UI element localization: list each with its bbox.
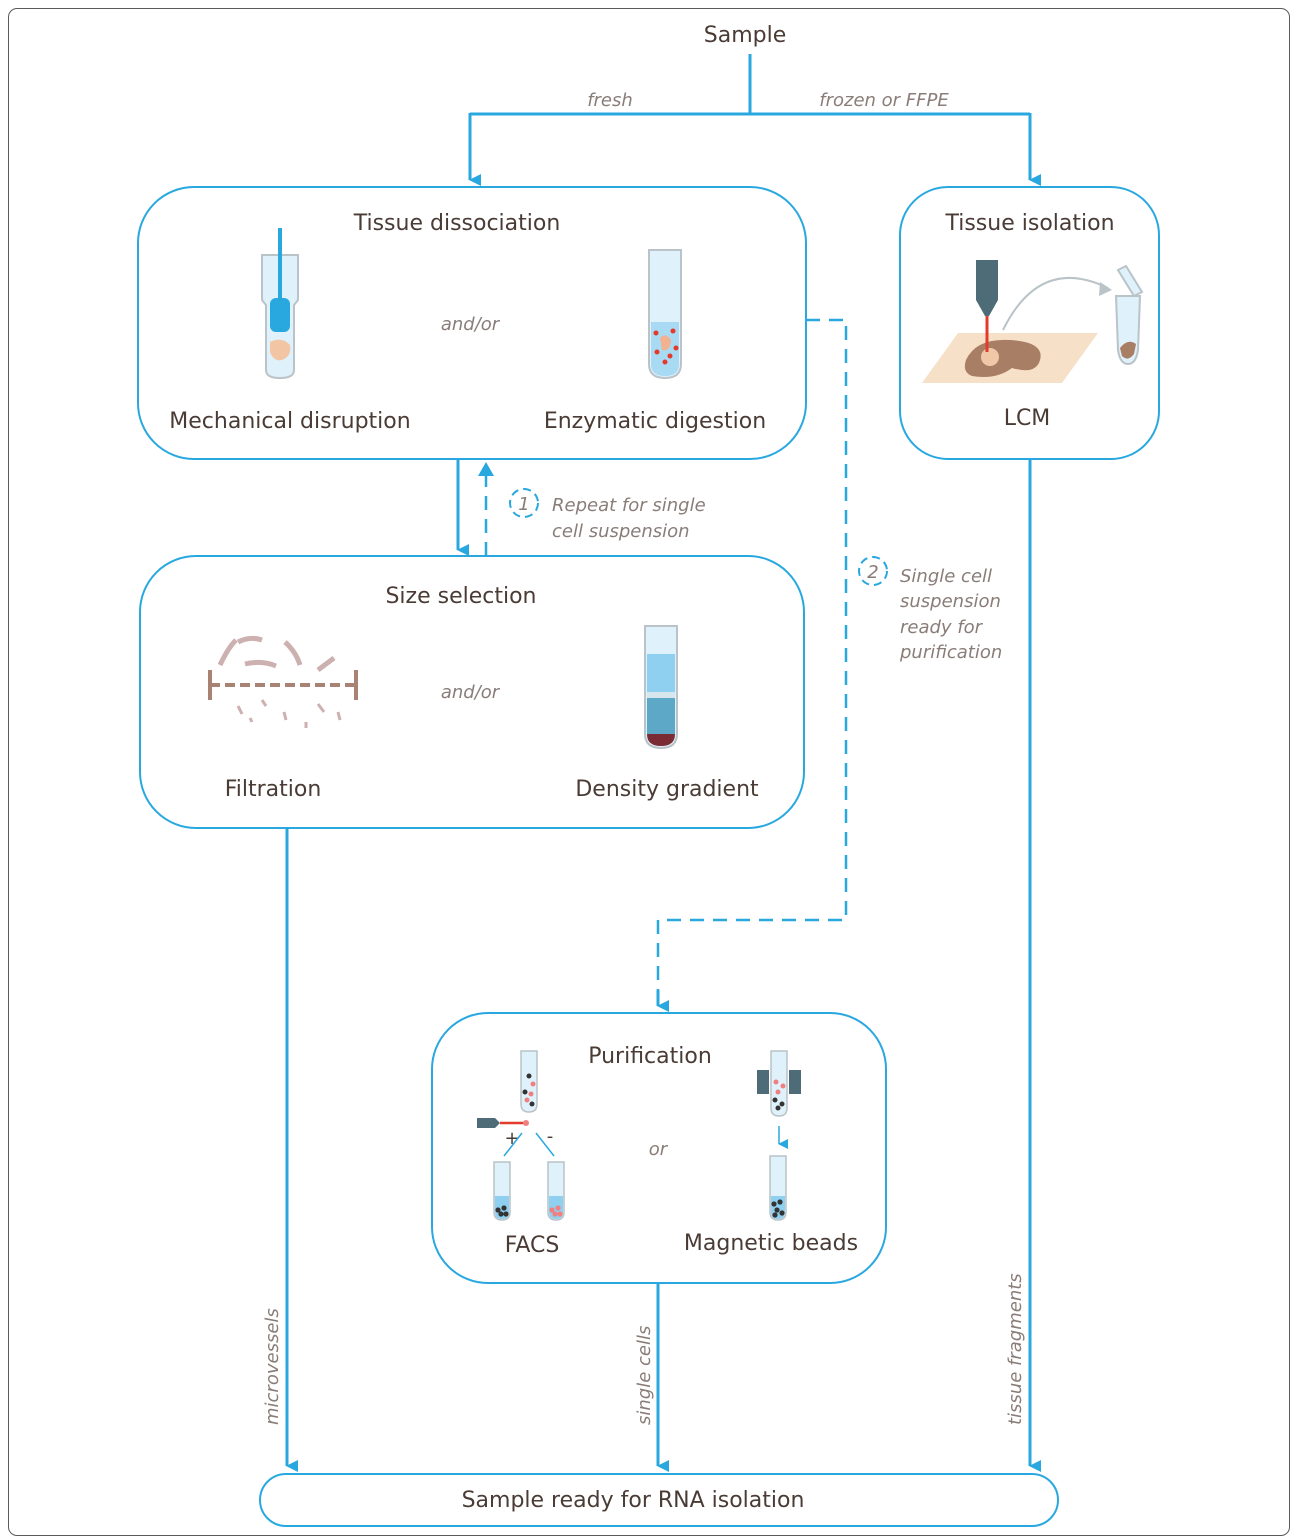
- tissue-isolation-title: Tissue isolation: [944, 211, 1114, 236]
- filtration-label: Filtration: [225, 777, 322, 802]
- dissociation-andor: and/or: [441, 314, 501, 335]
- facs-label: FACS: [505, 1233, 560, 1258]
- note-1-number: 1: [518, 494, 529, 515]
- rna-isolation-label: Sample ready for RNA isolation: [462, 1488, 805, 1513]
- size-selection-andor: and/or: [441, 682, 501, 703]
- figure-frame: [8, 8, 1290, 1536]
- mechanical-disruption-label: Mechanical disruption: [169, 409, 410, 434]
- single-cells-label: single cells: [634, 1326, 655, 1425]
- magnetic-beads-label: Magnetic beads: [684, 1231, 858, 1256]
- lcm-icon: [922, 260, 1144, 383]
- note-2: 2 Single cell suspension ready for purif…: [858, 556, 1002, 663]
- purification-title: Purification: [588, 1044, 712, 1069]
- note-2-line3: ready for: [900, 617, 984, 638]
- tissue-dissociation-box: [137, 186, 807, 460]
- filter-icon: [208, 635, 358, 728]
- note-2-line4: purification: [899, 642, 1002, 663]
- tissue-dissociation-title: Tissue dissociation: [353, 211, 561, 236]
- sample-label: Sample: [704, 23, 787, 48]
- size-selection-title: Size selection: [385, 584, 536, 609]
- tissue-isolation-box: [899, 186, 1160, 460]
- facs-icon: + -: [477, 1050, 565, 1221]
- note-1-line2: cell suspension: [552, 521, 690, 542]
- note-1: 1 Repeat for single cell suspension: [509, 488, 706, 542]
- note-1-line1: Repeat for single: [552, 495, 706, 516]
- microvessels-label: microvessels: [262, 1308, 283, 1425]
- lcm-label: LCM: [1004, 406, 1051, 431]
- single-cell-route: [656, 318, 848, 1000]
- density-gradient-tube-icon: [644, 625, 678, 750]
- facs-plus: +: [504, 1128, 519, 1149]
- note-2-line2: suspension: [900, 591, 1001, 612]
- tissue-fragments-label: tissue fragments: [1005, 1273, 1026, 1425]
- size-selection-box: [139, 555, 805, 829]
- digestion-tube-icon: [648, 249, 682, 380]
- purification-or: or: [649, 1139, 669, 1160]
- rna-isolation-box: [259, 1473, 1059, 1527]
- note-2-line1: Single cell: [900, 566, 992, 587]
- facs-minus: -: [547, 1126, 554, 1147]
- fresh-label: fresh: [587, 90, 633, 111]
- repeat-arrowhead: [478, 462, 494, 476]
- enzymatic-digestion-label: Enzymatic digestion: [544, 409, 766, 434]
- density-gradient-label: Density gradient: [575, 777, 759, 802]
- homogenizer-icon: [261, 228, 299, 380]
- frozen-ffpe-label: frozen or FFPE: [819, 90, 949, 111]
- note-2-number: 2: [867, 562, 878, 583]
- magnetic-beads-icon: [757, 1050, 801, 1221]
